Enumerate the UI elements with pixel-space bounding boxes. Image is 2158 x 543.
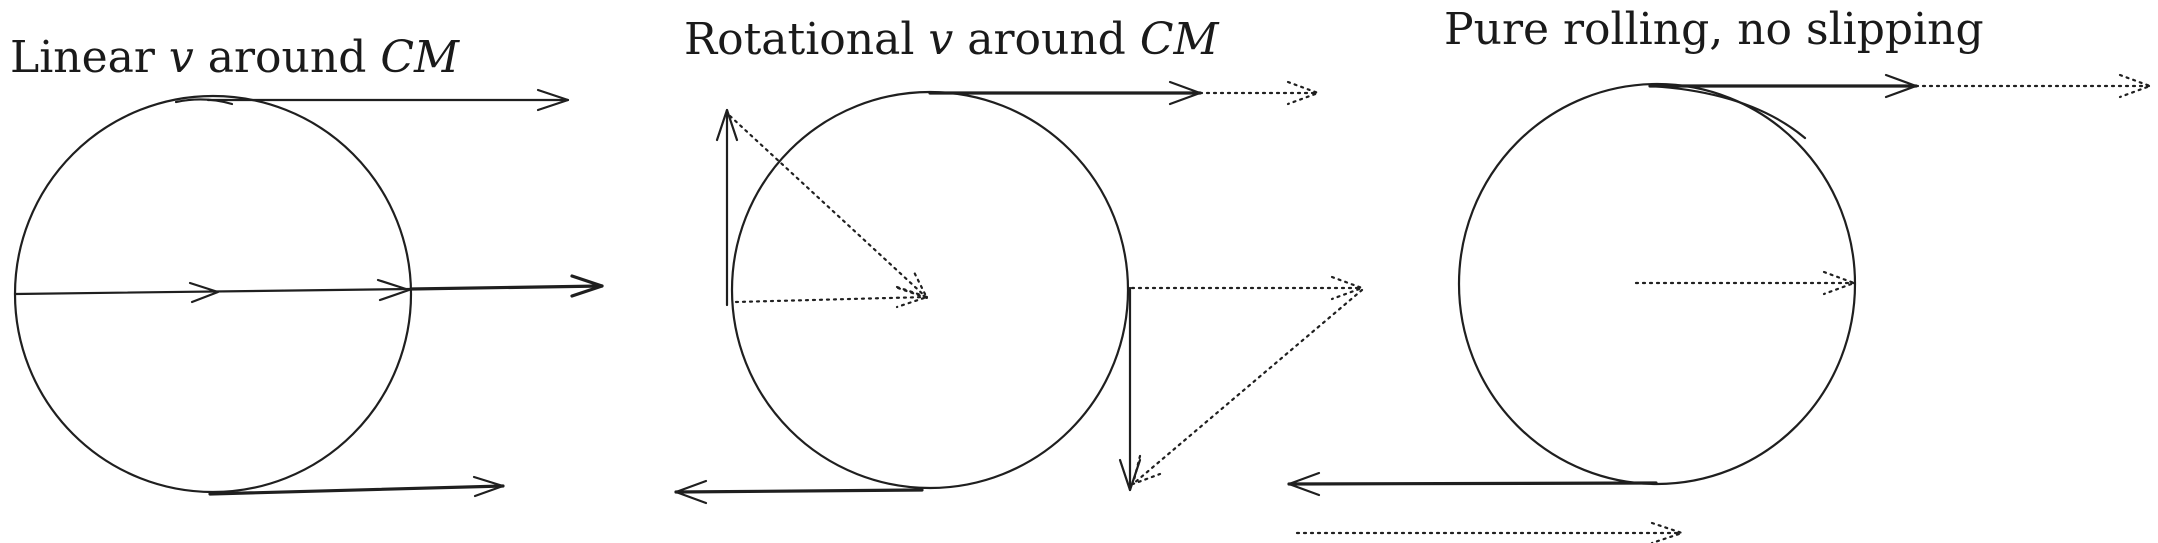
panel-linear-bottom-velocity-arrow [208, 484, 505, 496]
panel-rolling-wheel-top-mark [1648, 84, 1807, 140]
panel-linear-center-velocity-arrowhead [570, 274, 604, 298]
panel-rotational-bottom-arrowhead [674, 479, 708, 505]
panel-rotational-title: Rotational v around CM [684, 18, 1219, 62]
panel-linear-center-velocity-arrow [409, 284, 604, 291]
panel-rotational [674, 80, 1364, 505]
panel-linear-wheel-top-mark [174, 98, 234, 106]
panel-rotational-left-diagonal-dotted [728, 114, 929, 300]
panel-rolling [1287, 73, 2152, 543]
panel-rolling-title: Pure rolling, no slipping [1444, 4, 1984, 55]
panel-linear-title-var: v [168, 32, 194, 83]
panel-rolling-bottom-rotation-arrowhead [1287, 471, 1321, 497]
panel-rotational-title-mid: around [953, 14, 1140, 65]
panel-rotational-title-cm: CM [1139, 14, 1219, 65]
panel-rotational-left-arrowhead [715, 108, 739, 142]
panel-linear-title-cm: CM [380, 32, 460, 83]
panel-linear-title-mid: around [193, 32, 381, 83]
panel-linear-title: Linear v around CM [10, 36, 459, 80]
panel-linear-center-arrowhead [188, 281, 220, 304]
panel-rotational-title-prefix: Rotational [684, 14, 929, 65]
panel-rotational-bottom-velocity-arrow [674, 488, 924, 494]
panel-rolling-bottom-rotation-arrow [1287, 481, 1658, 486]
panel-rotational-title-var: v [928, 14, 954, 65]
panel-linear-title-prefix: Linear [10, 32, 169, 83]
panel-rotational-right-diagonal-dotted [1131, 288, 1364, 486]
panel-rotational-left-diagonal-arrowhead [896, 270, 929, 300]
panel-rotational-wheel [730, 90, 1130, 490]
panel-linear-top-arrowhead [536, 88, 570, 112]
panel-linear-bottom-arrowhead [472, 475, 505, 498]
panel-rotational-right-diagonal-arrowhead [1131, 454, 1162, 486]
panel-linear-edge-arrowhead [376, 278, 411, 302]
panel-linear [13, 88, 604, 498]
panel-rotational-left-dotted-to-center [734, 295, 929, 304]
